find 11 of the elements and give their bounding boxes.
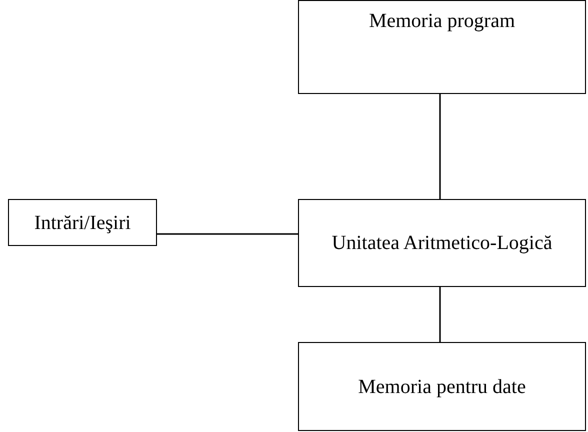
process-box	[298, 0, 586, 94]
connector-line	[439, 287, 441, 342]
connector-line	[439, 94, 441, 199]
connector-line	[157, 233, 298, 235]
process-box	[8, 199, 157, 246]
box-label: Memoria program	[368, 9, 516, 33]
box-label: Intrări/Ieşiri	[34, 210, 131, 234]
process-box	[298, 342, 586, 431]
box-label: Unitatea Aritmetico-Logică	[332, 231, 552, 255]
box-label: Memoria pentru date	[358, 374, 526, 398]
process-box	[298, 199, 586, 287]
